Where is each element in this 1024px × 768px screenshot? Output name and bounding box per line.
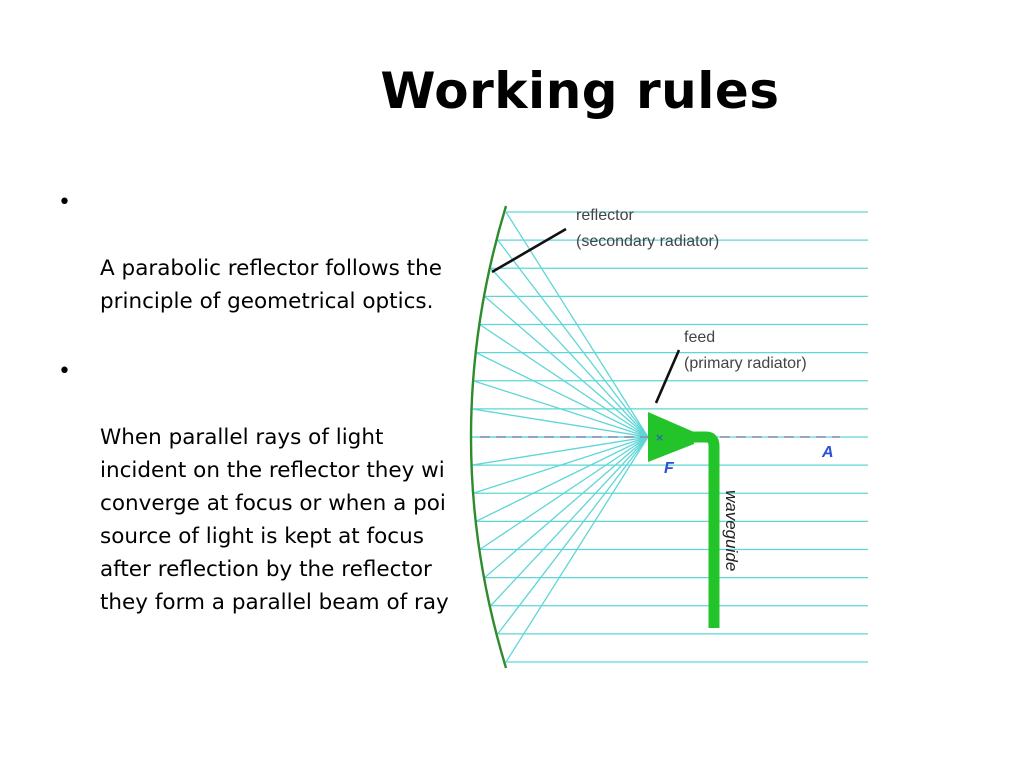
reflector-label: reflector [576, 207, 634, 224]
incident-ray [490, 436, 649, 607]
reflector-leader-line [491, 227, 567, 274]
bullet-text: When parallel rays of light incident on … [100, 425, 449, 615]
focus-label: F [664, 460, 675, 477]
bullet-text: A parabolic reflector follows the princi… [100, 256, 442, 314]
feed-leader-line [654, 349, 681, 404]
bullet-item-parallel-rays: • When parallel rays of light incident o… [58, 355, 470, 619]
bullet-marker: • [58, 359, 71, 384]
feed-sublabel: (primary radiator) [684, 355, 807, 372]
incident-ray [484, 436, 649, 579]
incident-ray [505, 436, 649, 663]
diagram-canvas: reflector (secondary radiator) feed (pri… [469, 205, 868, 669]
bullet-list: • A parabolic reflector follows the prin… [58, 186, 470, 656]
incident-ray [484, 295, 649, 438]
feed-horn [648, 412, 694, 462]
parabolic-reflector-diagram: reflector (secondary radiator) feed (pri… [468, 188, 868, 678]
slide-title: Working rules [380, 62, 780, 120]
incident-ray [472, 436, 649, 494]
waveguide-tube [692, 431, 720, 628]
axis-label: A [821, 444, 834, 461]
bullet-marker: • [58, 190, 71, 215]
feed-label: feed [684, 329, 715, 346]
incident-ray [479, 436, 649, 551]
incident-ray [471, 408, 649, 438]
waveguide-label: waveguide [722, 490, 741, 571]
incident-ray [497, 436, 649, 635]
incident-ray [497, 239, 649, 438]
focus-mark: × [655, 431, 664, 444]
reflector-curve [469, 205, 508, 669]
reflector-sublabel: (secondary radiator) [576, 233, 719, 250]
incident-ray [471, 436, 649, 466]
incident-ray [475, 436, 649, 522]
incident-ray [475, 352, 649, 438]
bullet-item-geometrical-optics: • A parabolic reflector follows the prin… [58, 186, 470, 318]
